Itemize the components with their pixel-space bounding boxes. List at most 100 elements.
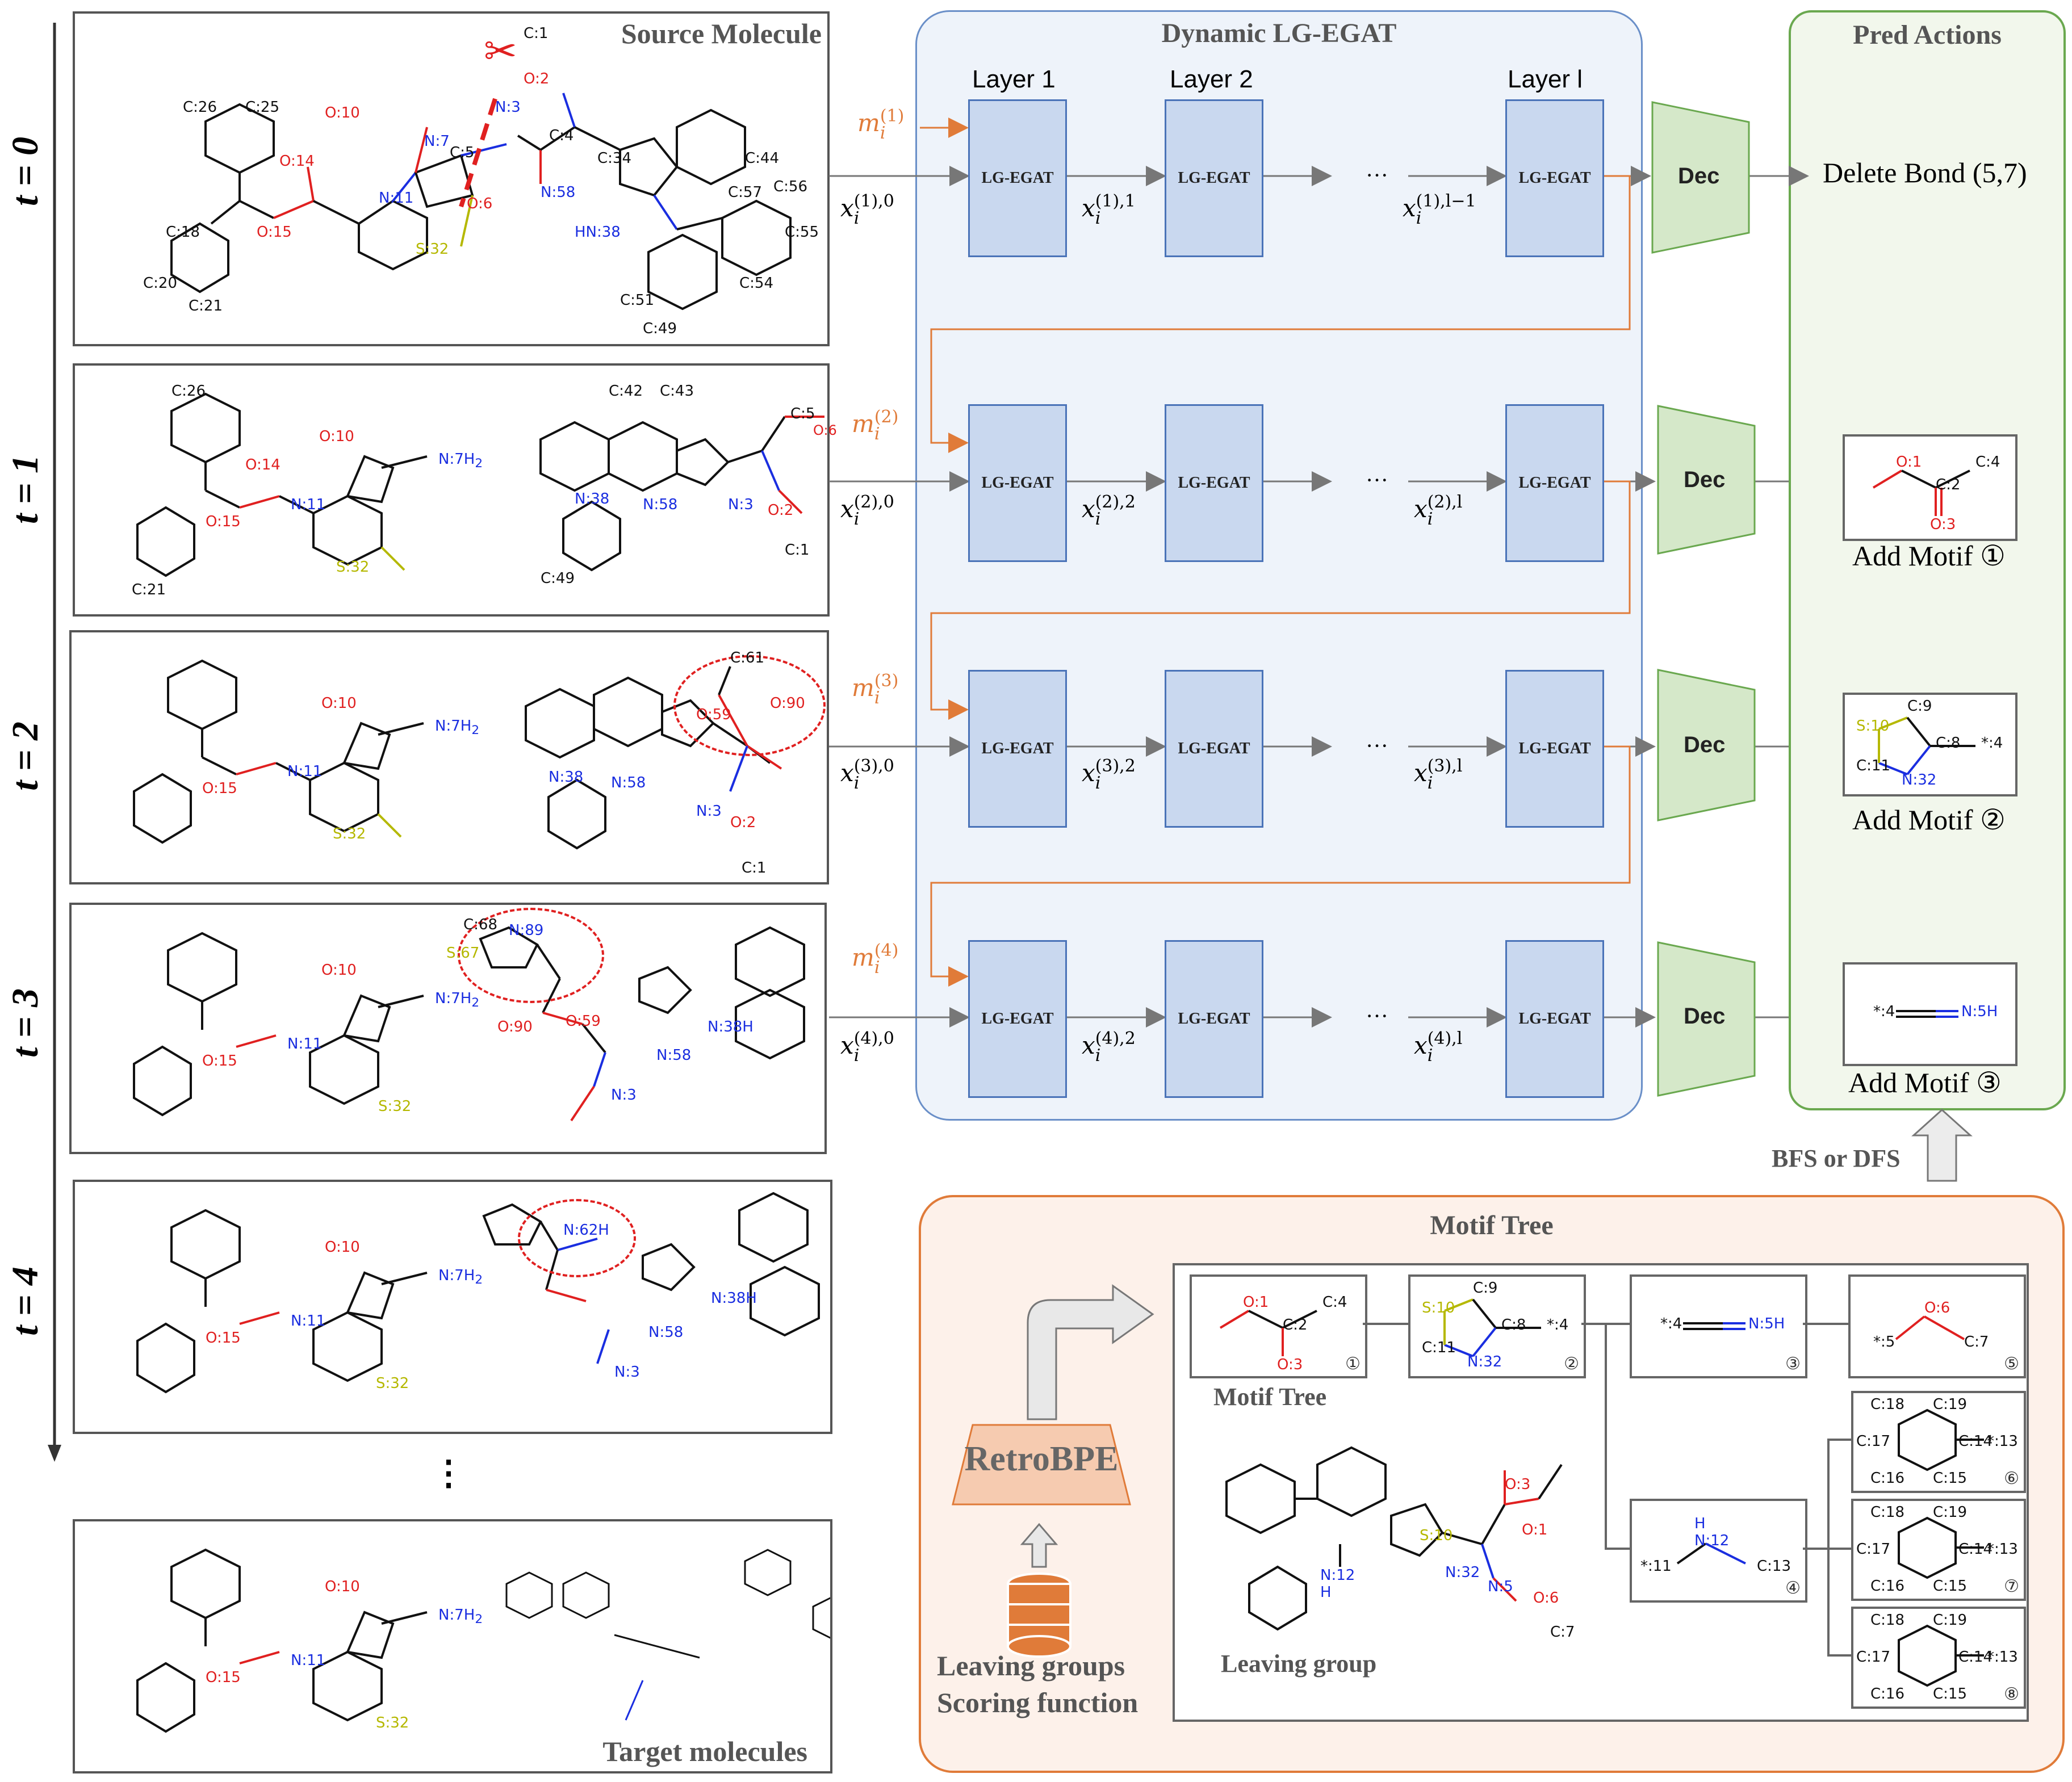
lg-egat-r3-ll: LG-EGAT	[1505, 670, 1604, 828]
tree-node-8: C:18 C:19 C:17 C:14 *:13 C:16 C:15 ⑧	[1851, 1607, 2026, 1709]
tree-node-7-index: ⑦	[2004, 1576, 2019, 1596]
leaving-group-structure	[1225, 1446, 1563, 1631]
molecule-structure-t1	[136, 392, 824, 577]
tree-node-7-structure	[1898, 1516, 1984, 1579]
retrobpe-label: RetroBPE	[964, 1440, 1119, 1478]
tree-node-2: S:10 C:9 C:8 *:4 C:11 N:32 ②	[1408, 1274, 1586, 1378]
tree-node-4-index: ④	[1785, 1578, 1801, 1598]
pred-action-add-motif-2: Add Motif ②	[1852, 804, 2006, 836]
leaving-group-label: Leaving group	[1221, 1650, 1377, 1678]
decoder-2-label: Dec	[1684, 467, 1726, 492]
tree-node-5-index: ⑤	[2004, 1354, 2019, 1374]
dots-r3: ···	[1366, 733, 1388, 758]
pred-actions-panel: Pred Actions	[1789, 10, 2066, 1110]
lg-egat-r4-l1: LG-EGAT	[968, 940, 1067, 1098]
added-motif-highlight-t4	[518, 1199, 636, 1277]
decoder-3-label: Dec	[1684, 732, 1726, 757]
molecule-panel-t4: N:62H O:10 N:7H2 N:11 S:32 O:15 N:3 N:58…	[73, 1180, 832, 1434]
tree-node-6: C:18 C:19 C:17 C:14 *:13 C:16 C:15 ⑥	[1851, 1391, 2026, 1493]
dots-r1: ···	[1366, 162, 1388, 188]
svg-text:✂: ✂	[484, 30, 517, 74]
lg-egat-r3-l2: LG-EGAT	[1165, 670, 1263, 828]
tree-node-4-structure	[1676, 1542, 1746, 1565]
pred-action-add-motif-3: Add Motif ③	[1848, 1067, 2002, 1098]
message-m2: m(2)i	[852, 407, 899, 444]
vertical-ellipsis: ⋮	[432, 1454, 466, 1492]
lg-egat-r2-l1: LG-EGAT	[968, 404, 1067, 562]
molecule-structure-target	[136, 1548, 830, 1733]
molecule-panel-t3: C:68 N:89 S:67 O:10 N:7H2 N:11 S:32 O:15…	[69, 903, 827, 1154]
molecule-panel-t2: O:90 C:61 O:59 O:10 N:7H2 N:11 S:32 O:15…	[69, 630, 829, 884]
tree-node-2-structure	[1443, 1298, 1541, 1357]
dynamic-lg-egat-title: Dynamic LG-EGAT	[1161, 18, 1397, 48]
lg-egat-r1-ll: LG-EGAT	[1505, 99, 1604, 257]
source-molecule-title: Source Molecule	[621, 18, 822, 49]
tree-node-3: *:4 N:5H ③	[1630, 1274, 1807, 1378]
lg-egat-r1-l1: LG-EGAT	[968, 99, 1067, 257]
target-molecules-title: Target molecules	[602, 1735, 807, 1767]
pred-motif-3-box: *:4 N:5H	[1843, 962, 2017, 1066]
tree-node-1-structure	[1219, 1310, 1317, 1356]
dots-r4: ···	[1366, 1003, 1388, 1029]
tree-node-5: *:5 O:6 C:7 ⑤	[1848, 1274, 2026, 1378]
pred-motif-1-structure	[1872, 469, 1970, 516]
tree-node-3-index: ③	[1785, 1354, 1801, 1374]
decoder-4-label: Dec	[1684, 1004, 1726, 1029]
lg-egat-r4-ll: LG-EGAT	[1505, 940, 1604, 1098]
pred-motif-2-box: S:10 C:9 C:8 *:4 C:11 N:32	[1843, 693, 2017, 796]
pred-action-delete-bond: Delete Bond (5,7)	[1823, 157, 2027, 188]
tree-node-1-index: ①	[1345, 1354, 1361, 1374]
lg-egat-r2-ll: LG-EGAT	[1505, 404, 1604, 562]
added-motif-highlight-t3	[458, 908, 604, 1003]
bfs-dfs-label: BFS or DFS	[1772, 1144, 1901, 1172]
molecule-panel-target: O:10 N:7H2 N:11 S:32 O:15 Target molecul…	[73, 1519, 832, 1773]
tree-node-5-structure	[1895, 1315, 1965, 1340]
molecule-panel-t1: C:26 O:10 O:14 N:7H2 N:11 S:32 O:15 C:42…	[73, 363, 837, 617]
db-caption-scoring-function: Scoring function	[937, 1687, 1138, 1718]
tree-node-8-index: ⑧	[2004, 1684, 2019, 1704]
tree-node-6-structure	[1898, 1408, 1984, 1471]
tree-node-6-index: ⑥	[2004, 1469, 2019, 1489]
pred-action-add-motif-1: Add Motif ①	[1852, 540, 2006, 572]
motif-tree-title: Motif Tree	[1430, 1210, 1554, 1240]
pred-motif-1-box: O:1 C:2 C:4 O:3	[1843, 434, 2017, 541]
message-m1: m(1)i	[857, 106, 905, 143]
molecule-panel-t0: Source Molecule	[73, 11, 830, 346]
tree-node-3-structure	[1683, 1322, 1745, 1330]
tree-node-2-index: ②	[1564, 1354, 1579, 1374]
lg-egat-r4-l2: LG-EGAT	[1165, 940, 1263, 1098]
layer-1-label: Layer 1	[972, 65, 1056, 93]
message-m3: m(3)i	[852, 671, 899, 708]
motif-tree-subtitle: Motif Tree	[1213, 1383, 1327, 1411]
lg-egat-r2-l2: LG-EGAT	[1165, 404, 1263, 562]
tree-node-1: O:1 C:2 C:4 O:3 ①	[1190, 1274, 1367, 1378]
decoder-1-label: Dec	[1678, 163, 1720, 188]
tree-node-8-structure	[1898, 1624, 1984, 1687]
db-caption-leaving-groups: Leaving groups	[937, 1650, 1125, 1682]
layer-2-label: Layer 2	[1170, 65, 1253, 93]
dots-r2: ···	[1366, 467, 1388, 493]
layer-l-label: Layer l	[1508, 65, 1583, 93]
lg-egat-r1-l2: LG-EGAT	[1165, 99, 1263, 257]
message-m4: m(4)i	[852, 941, 899, 978]
tree-node-7: C:18 C:19 C:17 C:14 *:13 C:16 C:15 ⑦	[1851, 1499, 2026, 1601]
added-motif-highlight-t2	[673, 655, 826, 756]
pred-motif-3-structure	[1896, 1010, 1958, 1018]
